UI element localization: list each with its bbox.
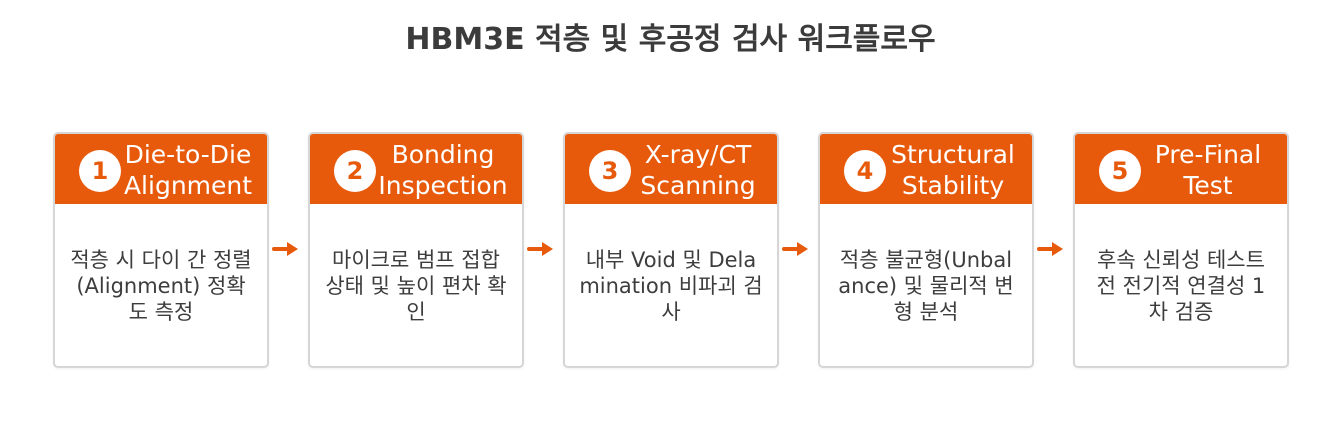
step-card-4: 4 Structural Stability 적층 불균형(Unbalance)…	[818, 132, 1034, 368]
step-card-3: 3 X-ray/CT Scanning 내부 Void 및 Delaminati…	[563, 132, 779, 368]
step-header: 5 Pre-Final Test	[1075, 134, 1287, 204]
step-number-badge: 4	[844, 150, 886, 192]
step-header: 4 Structural Stability	[820, 134, 1032, 204]
step-heading: Structural Stability	[891, 140, 1015, 200]
step-card-1: 1 Die-to-Die Alignment 적층 시 다이 간 정렬(Alig…	[53, 132, 269, 368]
step-card-5: 5 Pre-Final Test 후속 신뢰성 테스트 전 전기적 연결성 1차…	[1073, 132, 1289, 368]
step-description: 적층 불균형(Unbalance) 및 물리적 변형 분석	[838, 248, 1014, 324]
arrow-right-icon	[782, 242, 808, 256]
diagram-title: HBM3E 적층 및 후공정 검사 워크플로우	[405, 22, 936, 57]
step-description: 마이크로 범프 접합 상태 및 높이 편차 확인	[325, 248, 507, 324]
step-description: 후속 신뢰성 테스트 전 전기적 연결성 1차 검증	[1096, 248, 1266, 324]
workflow: 1 Die-to-Die Alignment 적층 시 다이 간 정렬(Alig…	[0, 132, 1341, 368]
step-number-badge: 3	[589, 150, 631, 192]
arrow-right-icon	[272, 242, 298, 256]
step-header: 1 Die-to-Die Alignment	[55, 134, 267, 204]
step-number-badge: 1	[79, 150, 121, 192]
step-number-badge: 2	[334, 150, 376, 192]
step-header: 2 Bonding Inspection	[310, 134, 522, 204]
step-number-badge: 5	[1099, 150, 1141, 192]
step-heading: X-ray/CT Scanning	[640, 140, 756, 200]
step-description: 적층 시 다이 간 정렬(Alignment) 정확도 측정	[70, 248, 252, 324]
step-header: 3 X-ray/CT Scanning	[565, 134, 777, 204]
step-heading: Pre-Final Test	[1154, 140, 1262, 200]
arrow-right-icon	[1037, 242, 1063, 256]
step-heading: Bonding Inspection	[378, 140, 508, 200]
step-card-2: 2 Bonding Inspection 마이크로 범프 접합 상태 및 높이 …	[308, 132, 524, 368]
step-description: 내부 Void 및 Delamination 비파괴 검사	[579, 248, 763, 324]
arrow-right-icon	[527, 242, 553, 256]
step-heading: Die-to-Die Alignment	[123, 140, 253, 200]
